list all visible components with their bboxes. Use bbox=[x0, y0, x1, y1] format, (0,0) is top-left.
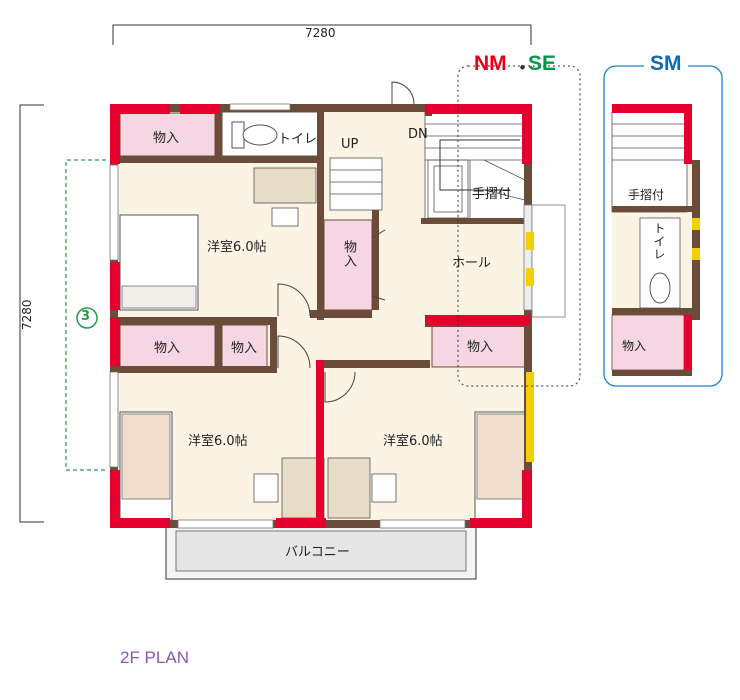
stairs-down-label: DN bbox=[408, 127, 428, 142]
dimension-line-top bbox=[112, 24, 532, 45]
dimension-line-left bbox=[19, 104, 44, 523]
sm-toilet-label: トイレ bbox=[652, 222, 666, 261]
sm-closet-label: 物入 bbox=[622, 339, 647, 353]
closet-mid-small-label: 物入 bbox=[231, 341, 258, 356]
variant-nm-label: NM bbox=[474, 52, 507, 75]
plan-title: 2F PLAN bbox=[120, 648, 189, 667]
hall-label: ホール bbox=[452, 256, 492, 271]
dimension-top: 7280 bbox=[305, 26, 336, 40]
sm-handrail-label: 手摺付 bbox=[628, 188, 665, 202]
sm-variant-plan bbox=[611, 104, 700, 376]
stairs-up-label: UP bbox=[341, 137, 359, 152]
variant-se-label: SE bbox=[528, 52, 557, 75]
closet-stair bbox=[323, 219, 373, 311]
badge-circle bbox=[76, 307, 98, 329]
variant-dot: ・ bbox=[512, 57, 533, 80]
dimension-left: 7280 bbox=[20, 299, 34, 330]
closet-mid-right bbox=[431, 324, 526, 368]
closet-mid-right-label: 物入 bbox=[467, 340, 494, 355]
staircase bbox=[329, 111, 526, 221]
closet-stair-label: 物入 bbox=[341, 240, 356, 268]
handrail-label: 手摺付 bbox=[472, 187, 512, 202]
balcony-label: バルコニー bbox=[285, 545, 350, 560]
toilet-label: トイレ bbox=[278, 132, 318, 147]
windows bbox=[109, 103, 566, 529]
variant-sm-label: SM bbox=[644, 52, 688, 76]
closet-mid-left-label: 物入 bbox=[154, 341, 181, 356]
nm-se-variant-box bbox=[457, 65, 581, 387]
toilet-fixture bbox=[242, 124, 278, 146]
room-lower-left-label: 洋室6.0帖 bbox=[188, 434, 248, 449]
load-bearing-walls bbox=[110, 104, 532, 528]
closet-top-left-label: 物入 bbox=[153, 131, 180, 146]
room-lower-right-label: 洋室6.0帖 bbox=[383, 434, 443, 449]
doors bbox=[277, 81, 415, 403]
badge-number: 3 bbox=[81, 309, 91, 324]
room-upper-left-label: 洋室6.0帖 bbox=[207, 240, 267, 255]
